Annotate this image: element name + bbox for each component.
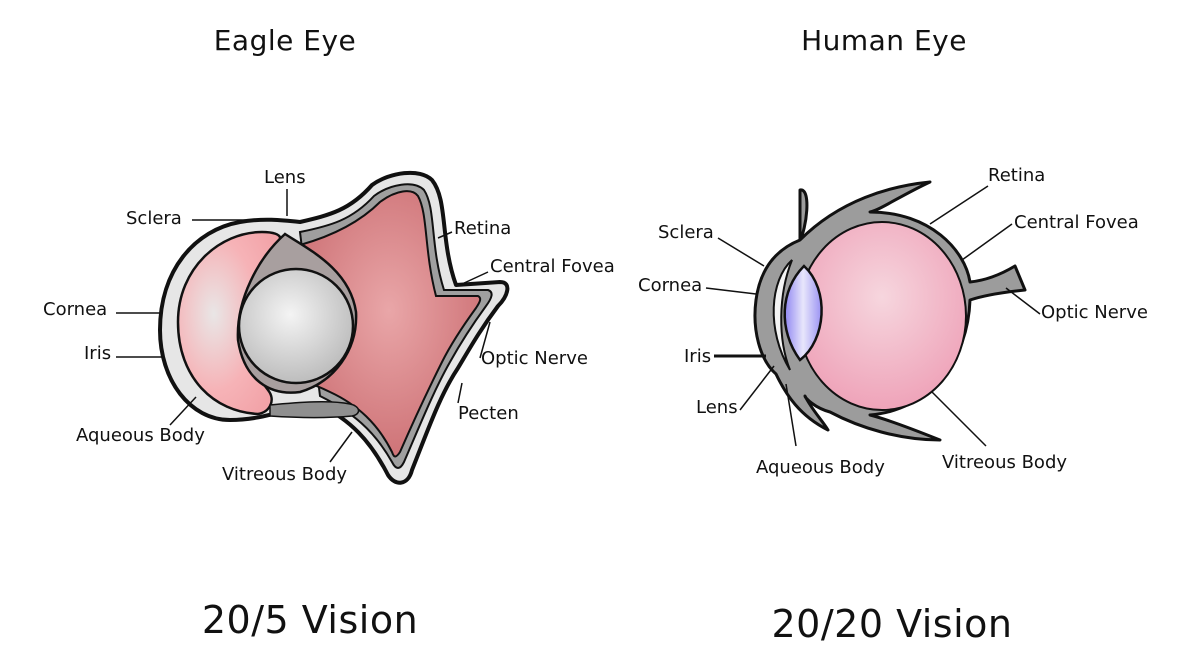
human-vitreous-body (797, 221, 967, 411)
human-cornea (772, 259, 793, 371)
eagle-leader-lines (116, 189, 491, 463)
human-eye-illustration (753, 180, 1027, 442)
eagle-label-vitreous-body: Vitreous Body (222, 464, 348, 485)
eagle-label-retina: Retina (454, 218, 512, 239)
eagle-label-iris: Iris (84, 343, 112, 364)
eagle-label-sclera: Sclera (126, 208, 182, 229)
eagle-label-cornea: Cornea (43, 299, 108, 320)
human-label-vitreous-body: Vitreous Body (942, 452, 1068, 473)
eagle-vision-caption: 20/5 Vision (201, 598, 419, 642)
human-label-cornea: Cornea (638, 275, 703, 296)
human-label-lens: Lens (696, 397, 738, 418)
eagle-vitreous-body (296, 190, 482, 458)
human-vision-caption: 20/20 Vision (771, 602, 1013, 646)
eagle-label-pecten: Pecten (458, 403, 519, 424)
eagle-eye-illustration (158, 170, 510, 485)
eagle-label-aqueous-body: Aqueous Body (76, 425, 205, 446)
human-leader-lines (705, 185, 1041, 447)
eagle-label-lens: Lens (264, 167, 306, 188)
human-label-aqueous-body: Aqueous Body (756, 457, 885, 478)
human-label-iris: Iris (684, 346, 712, 367)
eagle-label-optic-nerve: Optic Nerve (481, 348, 588, 369)
human-label-sclera: Sclera (658, 222, 714, 243)
human-label-central-fovea: Central Fovea (1014, 212, 1139, 233)
eagle-eye-title: Eagle Eye (213, 24, 357, 57)
human-label-optic-nerve: Optic Nerve (1041, 302, 1148, 323)
human-label-retina: Retina (988, 165, 1046, 186)
eagle-label-central-fovea: Central Fovea (490, 256, 615, 277)
eagle-lens (237, 267, 355, 385)
human-lens (783, 264, 823, 362)
eagle-lower-sclera (269, 401, 360, 419)
human-eye-title: Human Eye (801, 24, 967, 57)
